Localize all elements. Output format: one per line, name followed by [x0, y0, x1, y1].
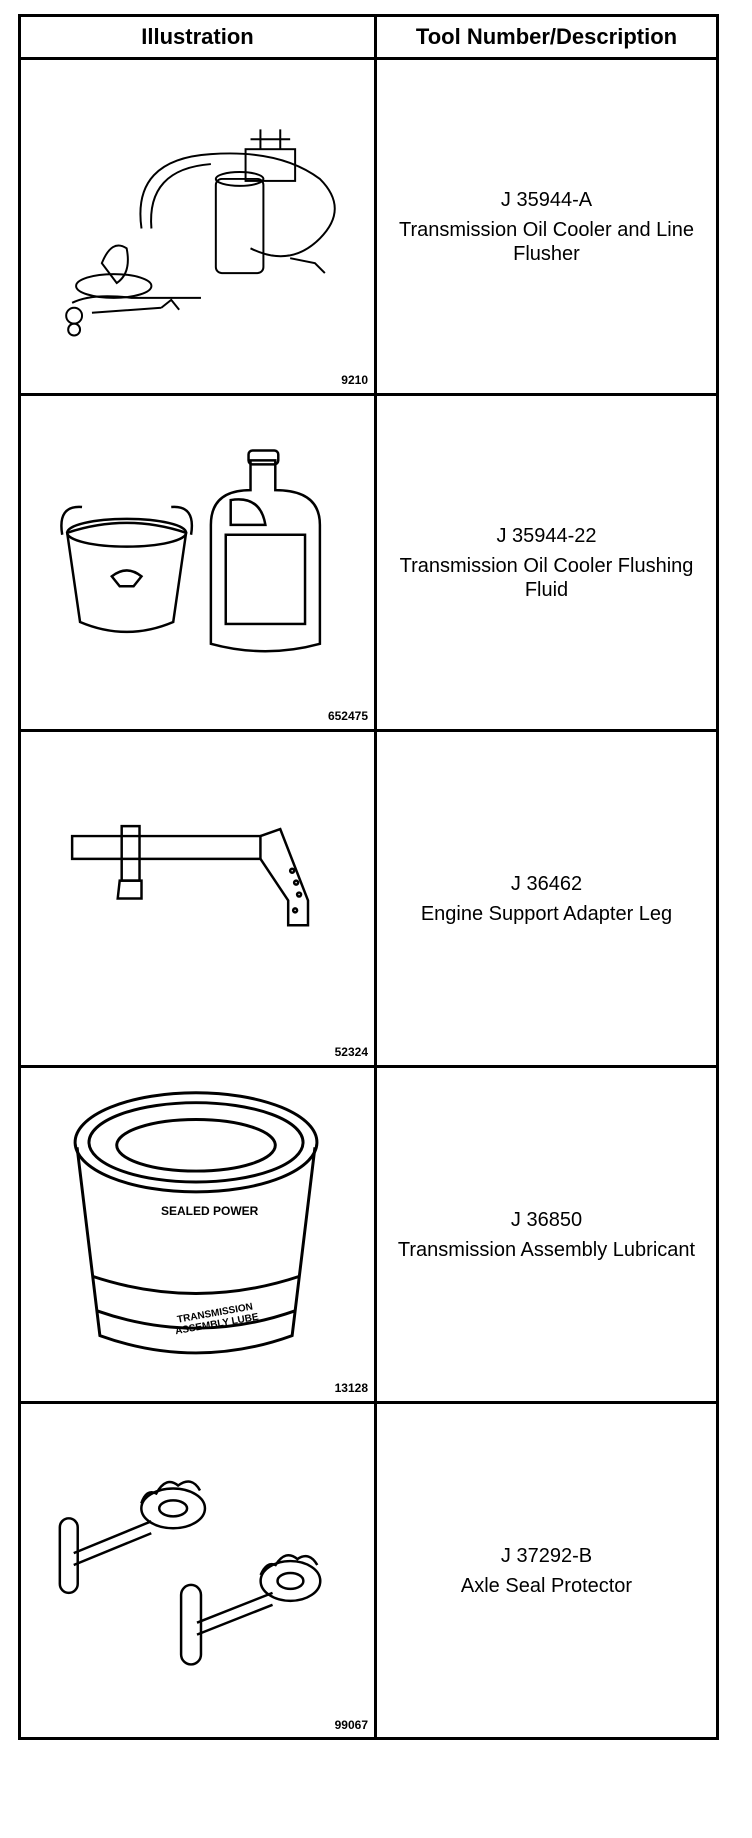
figure-number: 52324 [334, 1045, 368, 1059]
figure-number: 99067 [334, 1718, 368, 1732]
tool-header: Tool Number/Description [415, 24, 678, 49]
tool-number: J 37292-B [500, 1545, 593, 1567]
tool-number: J 35944-A [500, 188, 593, 211]
illustration-cell: SEALED POWER TRANSMISSION ASSEMBLY LUBE … [21, 1068, 377, 1401]
tool-description: Transmission Assembly Lubricant [397, 1238, 696, 1261]
figure-number: 652475 [327, 709, 368, 723]
table-row: 99067 J 37292-B Axle Seal Protector [21, 1404, 716, 1738]
illustration-cell: 52324 [21, 732, 377, 1065]
tool-description: Engine Support Adapter Leg [420, 902, 673, 925]
tool-description-cell: J 37292-B Axle Seal Protector [377, 1404, 716, 1738]
table-row: 9210 J 35944-A Transmission Oil Cooler a… [21, 60, 716, 396]
lubricant-tub-icon [73, 1091, 319, 1355]
illustration-cell: 99067 [21, 1404, 377, 1738]
illustration-cell: 652475 [21, 396, 377, 729]
tool-table: Illustration Tool Number/Description 921… [18, 14, 719, 1740]
tool-description: Transmission Oil Cooler and Line Flusher [399, 218, 694, 265]
seal-protector-icon [58, 1480, 322, 1666]
tool-number: J 36462 [510, 872, 583, 895]
tool-number: J 35944-22 [496, 524, 597, 547]
fluid-jug-icon [60, 449, 322, 653]
adapter-leg-icon [70, 824, 310, 927]
table-row: 52324 J 36462 Engine Support Adapter Leg [21, 732, 716, 1068]
table-row: SEALED POWER TRANSMISSION ASSEMBLY LUBE … [21, 1068, 716, 1404]
tool-number: J 36850 [510, 1208, 583, 1231]
tool-description-cell: J 36850 Transmission Assembly Lubricant [377, 1068, 716, 1401]
figure-number: 9210 [341, 373, 368, 387]
flusher-icon [65, 129, 336, 337]
tool-description-cell: J 35944-22 Transmission Oil Cooler Flush… [377, 396, 716, 729]
figure-number: 13128 [334, 1381, 368, 1395]
tool-description-cell: J 35944-A Transmission Oil Cooler and Li… [377, 60, 716, 393]
table-row: 652475 J 35944-22 Transmission Oil Coole… [21, 396, 716, 732]
tool-description: Transmission Oil Cooler Flushing Fluid [399, 554, 694, 601]
table-header: Illustration Tool Number/Description [21, 17, 716, 60]
tool-description-cell: J 36462 Engine Support Adapter Leg [377, 732, 716, 1065]
tool-description: Axle Seal Protector [460, 1575, 633, 1597]
tub-label: SEALED POWER [161, 1204, 259, 1218]
illustration-cell: 9210 [21, 60, 377, 393]
illustration-header: Illustration [21, 17, 377, 57]
